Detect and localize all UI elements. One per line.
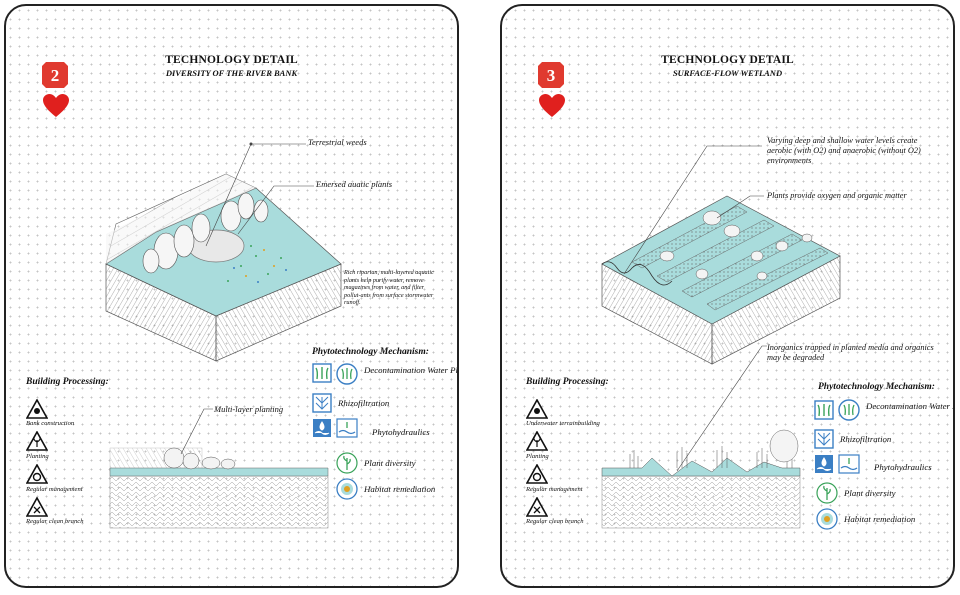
roots-icon [814,429,834,449]
mechanism-item: Habitat remediation [364,484,436,494]
building-step: Planting [26,453,49,460]
warning-triangle-icon [526,431,548,451]
plant-icon [336,452,358,474]
plant-icon [816,482,838,504]
mechanism-heading: Phytotechnology Mechanism: [818,382,935,392]
river-bank-illustration [105,142,342,529]
description-text: Rich riparian, multi-layered aquatic pla… [344,269,434,307]
building-step: Regular clean branch [526,518,584,525]
building-step: Underwater terrainbuilding [526,420,600,427]
plant-icon [336,363,358,385]
mechanism-item: Phytohydraulics [372,427,430,437]
building-step: Bank construction [26,420,75,427]
plant-icon [312,363,332,383]
mechanism-item: Plant diversity [364,458,416,468]
mechanism-item: Decontamination Water Plants [364,365,458,375]
warning-triangle-icon [526,399,548,419]
mechanism-item: Rhizofiltration [840,434,892,444]
mechanism-item: Habitat remediation [844,514,916,524]
warning-triangle-icon [526,497,548,517]
number-badge: 3 [538,62,564,88]
callout-terrestrial-weeds: Terrestrial weeds [308,137,367,147]
page-subtitle: SURFACE-FLOW WETLAND [672,68,783,78]
callout-water-levels: Varying deep and shallow water levels cr… [767,136,921,165]
page-title: TECHNOLOGY DETAIL [661,54,794,66]
building-step: Regular management [26,486,83,493]
plant-icon [814,400,834,420]
callout-inorganics: Inorganics trapped in planted media and … [767,343,934,362]
warning-triangle-icon [26,431,48,451]
warning-triangle-icon [26,497,48,517]
heart-icon [43,94,69,117]
water-drop-icon [313,419,331,437]
warning-triangle-icon [26,399,48,419]
warning-triangle-icon [26,464,48,484]
header: TECHNOLOGY DETAIL DIVERSITY OF THE RIVER… [6,54,457,78]
page-subtitle: DIVERSITY OF THE RIVER BANK [165,68,298,78]
building-step: Regular clean branch [26,518,84,525]
heart-icon [539,94,565,117]
number-badge-text: 2 [51,66,60,85]
warning-triangle-icon [526,464,548,484]
sun-icon [816,508,838,530]
panel-surface-flow-wetland: 3 TECHNOLOGY DETAIL SURFACE-FLOW WETLAND [500,4,955,588]
building-step: Planting [526,453,549,460]
mechanism-item: Decontamination Water Plants [866,401,953,411]
water-drop-icon [336,418,358,438]
mechanism-item: Rhizofiltration [338,398,390,408]
callout-emersed-plants: Emersed auatic plants [316,179,393,189]
panel-river-bank: 2 TECHNOLOGY DETAIL DIVERSITY OF THE RIV… [4,4,459,588]
building-step: Regular management [526,486,583,493]
header: TECHNOLOGY DETAIL SURFACE-FLOW WETLAND [502,54,953,78]
building-processing-heading: Building Processing: [526,377,609,387]
water-drop-icon [815,455,833,473]
mechanism-item: Plant diversity [844,488,896,498]
plant-icon [838,399,860,421]
number-badge: 2 [42,62,68,88]
page-title: TECHNOLOGY DETAIL [165,54,298,66]
wetland-illustration [601,145,841,529]
mechanism-heading: Phytotechnology Mechanism: [312,347,429,357]
number-badge-text: 3 [547,66,556,85]
water-drop-icon [838,454,860,474]
mechanism-item: Phytohydraulics [874,462,932,472]
sun-icon [336,478,358,500]
callout-oxygen: Plants provide oxygen and organic matter [767,191,907,200]
building-processing-heading: Building Processing: [26,377,109,387]
roots-icon [312,393,332,413]
callout-multi-layer-planting: Multi-layer planting [214,404,284,414]
